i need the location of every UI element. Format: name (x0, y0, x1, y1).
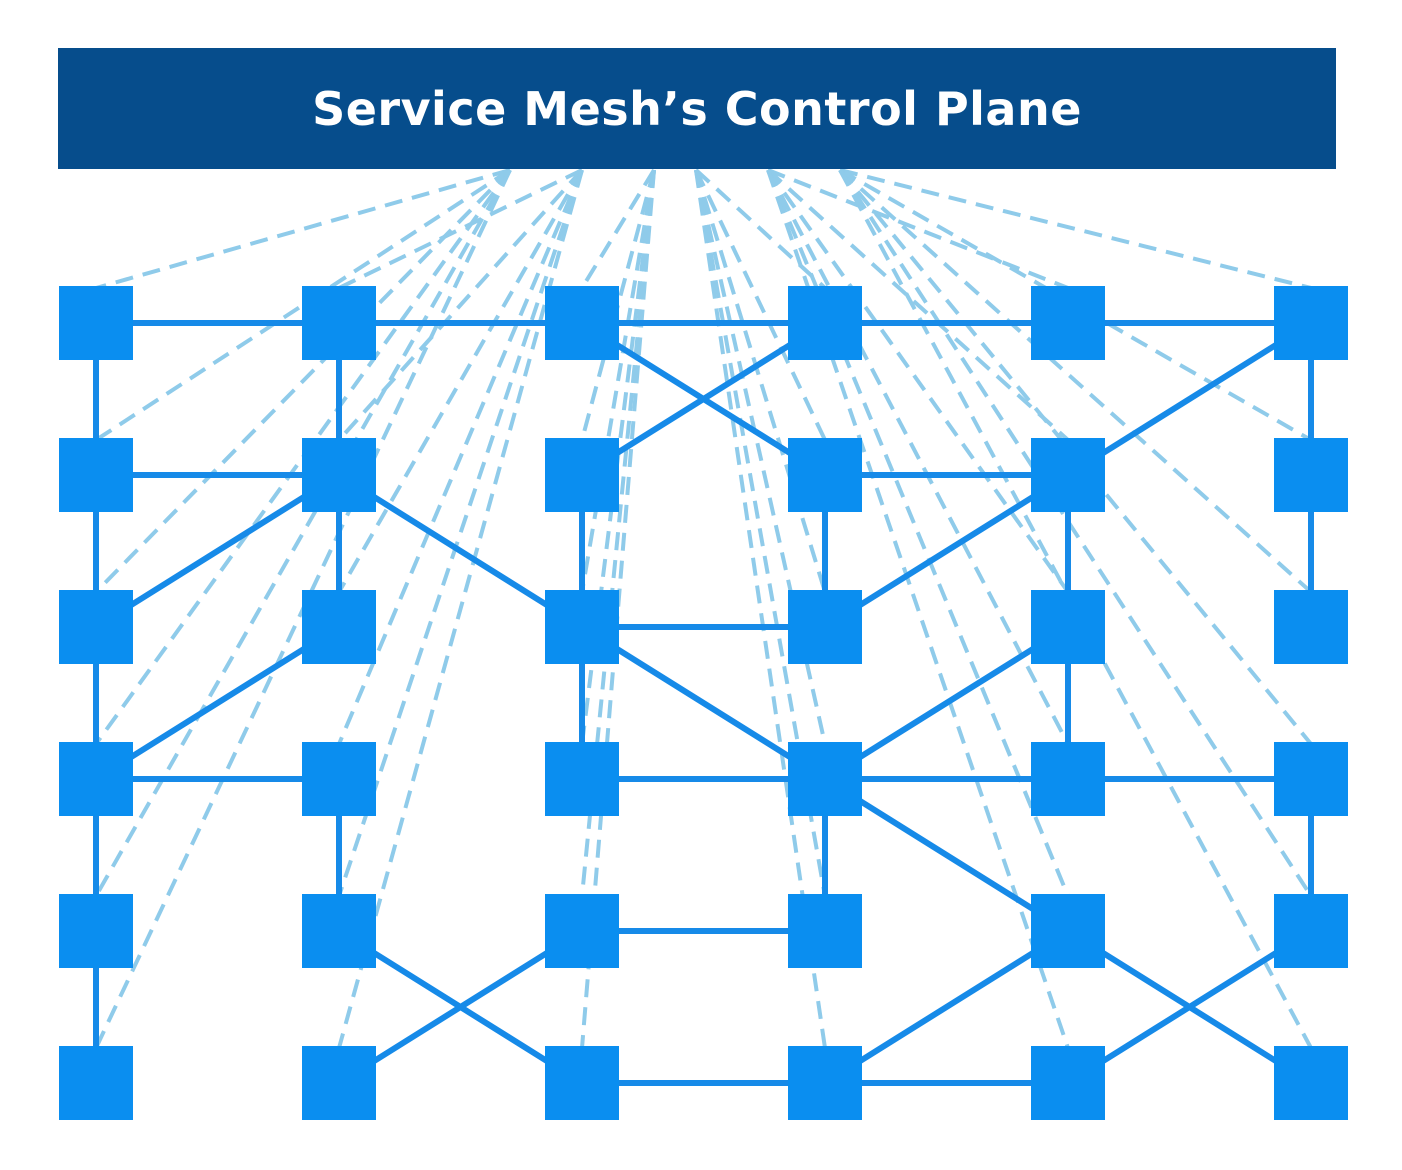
data-link-4-1-to-5-0 (1066, 320, 1313, 478)
control-link-1-4 (337, 169, 584, 897)
data-link-3-3-to-4-2 (823, 624, 1070, 782)
data-link-3-3-to-4-4 (823, 776, 1070, 934)
control-link-4-3 (766, 169, 1070, 745)
proxy-node-1-4 (302, 894, 376, 968)
proxy-node-5-3 (1274, 742, 1348, 816)
control-link-1-5 (337, 169, 584, 1049)
control-link-3-4 (694, 169, 827, 897)
control-link-3-1 (694, 169, 827, 441)
control-link-5-2 (838, 168, 1313, 594)
control-link-1-0 (338, 168, 583, 290)
data-link-4-5-to-5-4 (1066, 928, 1313, 1086)
proxy-node-4-1 (1031, 438, 1105, 512)
control-link-4-4 (766, 169, 1070, 897)
data-link-4-1-to-3-2 (823, 472, 1070, 630)
proxy-node-4-3 (1031, 742, 1105, 816)
control-link-5-1 (839, 168, 1312, 442)
control-plane-title: Service Mesh’s Control Plane (312, 81, 1082, 136)
proxy-node-4-0 (1031, 286, 1105, 360)
control-link-2-4 (580, 169, 656, 897)
proxy-node-5-2 (1274, 590, 1348, 664)
proxy-node-0-4 (59, 894, 133, 968)
data-link-0-3-to-1-2 (94, 624, 341, 782)
proxy-node-1-5 (302, 1046, 376, 1120)
control-link-3-2 (694, 169, 827, 593)
proxy-node-5-4 (1274, 894, 1348, 968)
proxy-nodes (59, 286, 1348, 1120)
proxy-node-4-2 (1031, 590, 1105, 664)
proxy-node-3-4 (788, 894, 862, 968)
proxy-node-3-0 (788, 286, 862, 360)
proxy-node-1-1 (302, 438, 376, 512)
control-link-2-0 (580, 168, 656, 290)
proxy-node-0-3 (59, 742, 133, 816)
data-link-2-2-to-3-3 (580, 624, 827, 782)
data-link-3-0-to-2-1 (580, 320, 827, 478)
control-plane-links (94, 168, 1313, 1049)
control-link-5-4 (838, 168, 1313, 898)
proxy-node-3-1 (788, 438, 862, 512)
proxy-node-2-5 (545, 1046, 619, 1120)
proxy-node-2-0 (545, 286, 619, 360)
proxy-node-2-3 (545, 742, 619, 816)
control-link-2-2 (580, 169, 656, 593)
proxy-node-4-4 (1031, 894, 1105, 968)
proxy-node-2-1 (545, 438, 619, 512)
control-link-3-0 (694, 168, 827, 290)
proxy-node-2-2 (545, 590, 619, 664)
control-link-5-0 (839, 168, 1312, 290)
control-link-1-3 (337, 169, 584, 745)
data-link-1-1-to-2-2 (337, 472, 584, 630)
proxy-node-2-4 (545, 894, 619, 968)
proxy-node-5-5 (1274, 1046, 1348, 1120)
proxy-node-4-5 (1031, 1046, 1105, 1120)
data-plane-links (93, 320, 1314, 1086)
control-link-0-2 (94, 168, 512, 594)
control-link-1-2 (337, 169, 584, 593)
proxy-node-1-2 (302, 590, 376, 664)
control-link-4-0 (767, 168, 1069, 290)
data-link-0-2-to-1-1 (94, 472, 341, 630)
control-link-4-2 (766, 168, 1070, 594)
proxy-node-1-0 (302, 286, 376, 360)
proxy-node-5-0 (1274, 286, 1348, 360)
control-link-2-1 (580, 169, 656, 441)
proxy-node-0-1 (59, 438, 133, 512)
control-link-4-1 (766, 168, 1070, 442)
proxy-node-3-2 (788, 590, 862, 664)
data-link-3-5-to-4-4 (823, 928, 1070, 1086)
data-link-1-5-to-2-4 (337, 928, 584, 1086)
control-link-1-1 (337, 168, 584, 442)
proxy-node-0-0 (59, 286, 133, 360)
proxy-node-3-5 (788, 1046, 862, 1120)
proxy-node-5-1 (1274, 438, 1348, 512)
control-link-0-0 (95, 168, 511, 290)
proxy-node-1-3 (302, 742, 376, 816)
control-plane-box: Service Mesh’s Control Plane (58, 48, 1336, 169)
proxy-node-0-5 (59, 1046, 133, 1120)
proxy-node-0-2 (59, 590, 133, 664)
proxy-node-3-3 (788, 742, 862, 816)
